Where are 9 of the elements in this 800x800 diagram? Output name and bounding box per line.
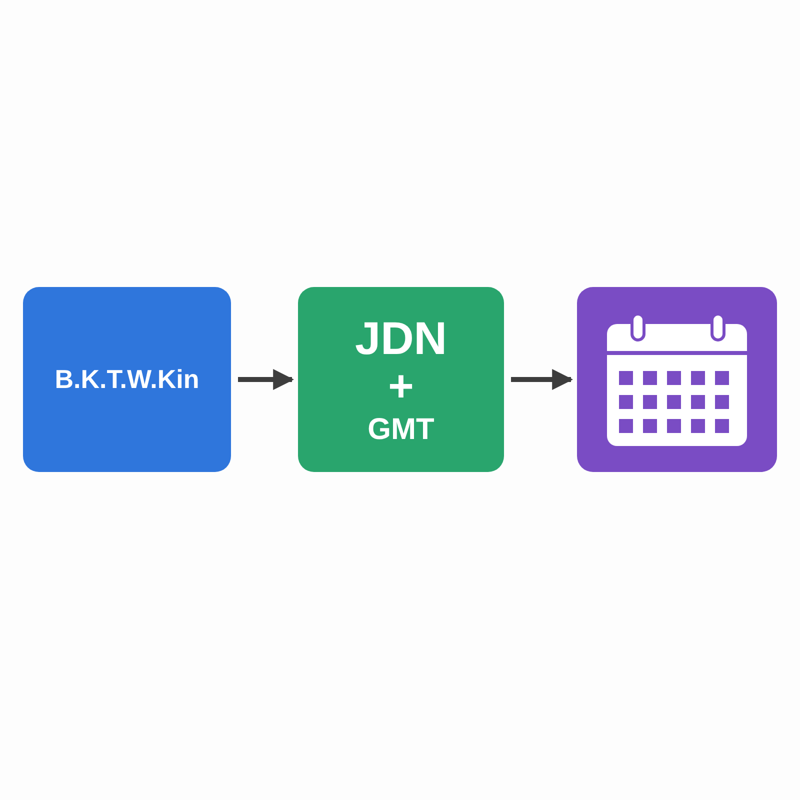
process-box <box>298 287 504 472</box>
calendar-box <box>577 287 777 472</box>
node-text: + <box>388 364 414 410</box>
process-box <box>23 287 231 472</box>
node-text: B.K.T.W.Kin <box>54 366 200 394</box>
node-text: GMT <box>368 414 434 446</box>
node-text: JDN <box>354 314 448 362</box>
arrow <box>238 369 294 390</box>
arrow <box>511 369 574 390</box>
